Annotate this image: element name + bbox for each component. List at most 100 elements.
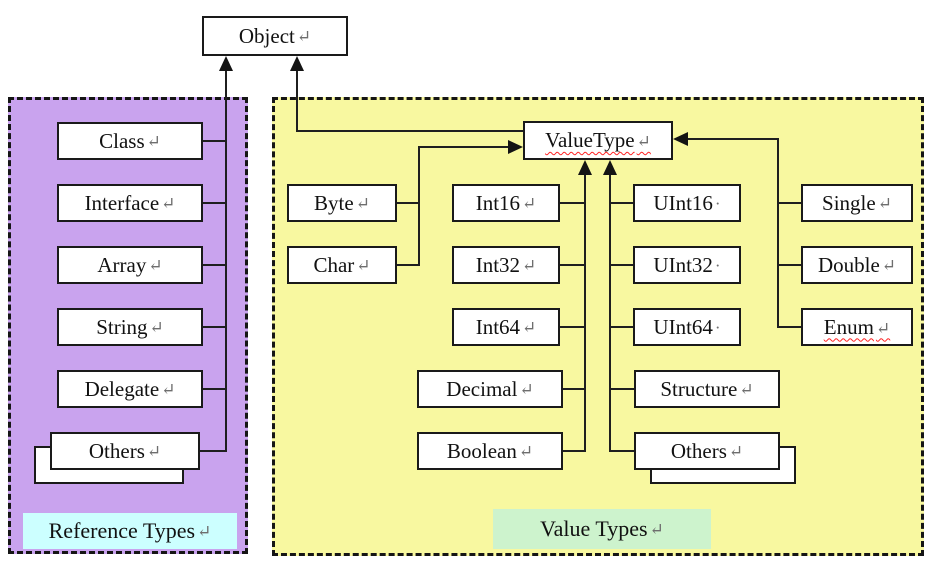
reference-types-label: Reference Types↵ <box>23 513 237 549</box>
node-uint64: UInt64· <box>633 308 741 346</box>
node-label: Others <box>88 438 145 463</box>
connector-line <box>418 146 510 148</box>
paragraph-mark: ↵ <box>649 519 664 539</box>
paragraph-mark: · <box>714 317 721 337</box>
paragraph-mark: ↵ <box>146 131 161 151</box>
node-byte: Byte↵ <box>287 184 397 222</box>
node-others-reference: Others↵ <box>50 432 200 470</box>
node-label: Enum <box>823 314 874 339</box>
node-structure: Structure↵ <box>634 370 780 408</box>
paragraph-mark: ↵ <box>519 379 534 399</box>
node-label: String <box>96 314 148 339</box>
node-string: String↵ <box>57 308 203 346</box>
node-label: Int64 <box>475 314 521 339</box>
connector-line <box>562 388 586 390</box>
connector-line <box>610 326 634 328</box>
connector-line <box>562 450 586 452</box>
node-label: Byte <box>314 190 354 215</box>
paragraph-mark: ↵ <box>356 255 371 275</box>
node-label: Class <box>99 128 145 153</box>
connector-line <box>778 202 802 204</box>
node-label: UInt64 <box>653 314 713 339</box>
connector-line <box>203 140 227 142</box>
paragraph-mark: ↵ <box>739 379 754 399</box>
connector-line <box>777 139 779 328</box>
node-int32: Int32↵ <box>452 246 560 284</box>
paragraph-mark: · <box>714 255 721 275</box>
node-label: Interface <box>84 190 160 215</box>
connector-line <box>203 264 227 266</box>
connector-line <box>610 202 634 204</box>
paragraph-mark: ↵ <box>149 317 164 337</box>
arrowhead-left <box>673 132 688 146</box>
node-others-value: Others↵ <box>634 432 780 470</box>
node-enum: Enum↵ <box>801 308 913 346</box>
connector-line <box>610 388 635 390</box>
paragraph-mark: ↵ <box>161 193 176 213</box>
paragraph-mark: ↵ <box>197 521 212 541</box>
paragraph-mark: ↵ <box>636 132 651 151</box>
node-label: UInt16 <box>653 190 713 215</box>
paragraph-mark: ↵ <box>161 379 176 399</box>
node-char: Char↵ <box>287 246 397 284</box>
connector-line <box>418 146 420 266</box>
connector-line <box>296 68 298 132</box>
node-label: Int16 <box>475 190 521 215</box>
node-label: Double <box>817 252 880 277</box>
arrowhead-up <box>578 160 592 175</box>
node-double: Double↵ <box>801 246 913 284</box>
paragraph-mark: ↵ <box>522 317 537 337</box>
paragraph-mark: ↵ <box>728 441 744 461</box>
paragraph-mark: ↵ <box>877 193 892 213</box>
connector-line <box>778 326 802 328</box>
connector-line <box>397 202 420 204</box>
arrowhead-up <box>290 56 304 71</box>
node-label: Single <box>822 190 876 215</box>
arrowhead-right <box>508 140 523 154</box>
node-int16: Int16↵ <box>452 184 560 222</box>
node-label: Decimal <box>446 376 518 401</box>
node-valuetype: ValueType↵ <box>523 121 673 160</box>
region-label-text: Reference Types <box>48 518 196 543</box>
misspelled-text: ValueType↵ <box>545 128 651 153</box>
value-types-label: Value Types↵ <box>493 509 711 549</box>
node-object: Object↵ <box>202 16 348 56</box>
node-boolean: Boolean↵ <box>417 432 563 470</box>
node-decimal: Decimal↵ <box>417 370 563 408</box>
node-interface: Interface↵ <box>57 184 203 222</box>
node-class: Class↵ <box>57 122 203 160</box>
connector-line <box>203 326 227 328</box>
node-label: Delegate <box>84 376 160 401</box>
node-array: Array↵ <box>57 246 203 284</box>
node-label: Structure <box>660 376 738 401</box>
connector-line <box>203 202 227 204</box>
arrowhead-up <box>219 56 233 71</box>
node-label: Others <box>670 438 727 463</box>
connector-line <box>610 264 634 266</box>
node-label: Object <box>238 23 295 48</box>
connector-line <box>560 202 586 204</box>
paragraph-mark: ↵ <box>518 441 534 461</box>
connector-line <box>560 326 586 328</box>
node-label: Array <box>97 252 147 277</box>
node-uint32: UInt32· <box>633 246 741 284</box>
paragraph-mark: ↵ <box>148 255 163 275</box>
paragraph-mark: · <box>714 193 721 213</box>
connector-line <box>584 172 586 452</box>
node-label: ValueType <box>545 128 635 152</box>
arrowhead-up <box>603 160 617 175</box>
paragraph-mark: ↵ <box>881 255 897 275</box>
connector-line <box>225 68 227 452</box>
node-label: Boolean <box>446 438 517 463</box>
paragraph-mark: ↵ <box>296 26 312 46</box>
paragraph-mark: ↵ <box>522 193 537 213</box>
paragraph-mark: ↵ <box>146 441 162 461</box>
connector-line <box>560 264 586 266</box>
node-int64: Int64↵ <box>452 308 560 346</box>
node-label: Int32 <box>475 252 521 277</box>
connector-line <box>686 138 779 140</box>
node-single: Single↵ <box>801 184 913 222</box>
paragraph-mark: ↵ <box>522 255 537 275</box>
connector-line <box>397 264 420 266</box>
